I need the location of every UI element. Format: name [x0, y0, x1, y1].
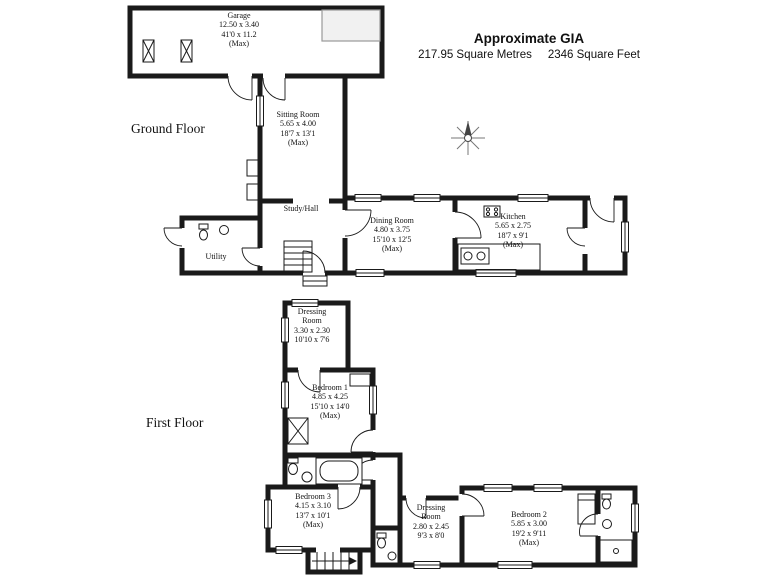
room-dim-metric: 4.15 x 3.10: [295, 501, 331, 511]
room-label-dressing-room-2: Dressing Room 2.80 x 2.45 9'3 x 8'0: [409, 503, 453, 541]
room-dim-max: (Max): [382, 244, 402, 254]
room-dim-max: (Max): [229, 39, 249, 49]
room-name: Utility: [205, 252, 227, 261]
window-icon: [256, 95, 629, 277]
stairs-arrow-icon: [349, 557, 357, 565]
room-dim-imperial: 15'10 x 14'0: [310, 401, 350, 411]
room-name: Dining Room: [370, 216, 414, 225]
gia-imperial-area: 2346 Square Feet: [547, 49, 640, 61]
room-dim-metric: 4.85 x 4.25: [311, 392, 348, 402]
shower-icon: [599, 539, 633, 563]
gia-metric-area: 217.95 Square Metres: [418, 49, 532, 61]
room-name: Bedroom 3: [295, 492, 331, 501]
first-floor-label: First Floor: [146, 415, 204, 430]
room-name: Garage: [227, 11, 251, 20]
porch-steps-icon: [302, 275, 328, 287]
toilet-icon: [287, 457, 299, 475]
room-label-bedroom-3: Bedroom 3 4.15 x 3.10 13'7 x 10'1 (Max): [295, 492, 331, 530]
chimney-icon: [246, 183, 261, 201]
room-dim-metric: 12.50 x 3.40: [219, 20, 259, 30]
door-arc-icon: [163, 75, 615, 274]
room-label-utility: Utility: [206, 252, 227, 261]
sink-icon: [602, 519, 612, 529]
garage-bay: [321, 9, 381, 42]
sink-icon: [460, 247, 490, 265]
first-floor-plan: [264, 299, 639, 575]
bathtub-icon: [315, 457, 363, 485]
chimney-icon: [246, 159, 261, 177]
room-name: Study/Hall: [283, 204, 319, 213]
stairs-icon: [312, 552, 357, 570]
furniture-icon: [349, 373, 371, 387]
window-icon: [264, 299, 639, 569]
room-name: Bedroom 1: [312, 383, 348, 392]
sink-icon: [387, 551, 397, 561]
room-label-study-hall: Study/Hall: [284, 204, 319, 213]
room-name: Kitchen: [500, 212, 526, 221]
kitchen-counter-icon: [457, 243, 541, 271]
compass-icon: [451, 121, 485, 155]
room-name: Dressing Room: [416, 503, 446, 522]
room-dim-metric: 3.30 x 2.30: [294, 325, 330, 335]
room-dim-imperial: 18'7 x 13'1: [280, 128, 316, 138]
bed-icon: [577, 493, 596, 525]
room-label-bedroom-2: Bedroom 2 5.85 x 3.00 19'2 x 9'11 (Max): [511, 510, 547, 548]
room-dim-metric: 5.65 x 2.75: [495, 221, 531, 231]
ground-floor-label: Ground Floor: [131, 121, 205, 136]
room-dim-max: (Max): [288, 138, 308, 148]
room-name: Sitting Room: [276, 110, 320, 119]
room-dim-metric: 5.65 x 4.00: [280, 119, 316, 129]
room-dim-metric: 2.80 x 2.45: [413, 521, 449, 531]
sink-icon: [301, 471, 313, 483]
room-name: Bedroom 2: [511, 510, 547, 519]
room-dim-metric: 4.80 x 3.75: [374, 225, 410, 235]
room-dim-imperial: 10'10 x 7'6: [294, 335, 330, 345]
toilet-icon: [601, 493, 612, 510]
room-label-kitchen: Kitchen 5.65 x 2.75 18'7 x 9'1 (Max): [495, 212, 531, 250]
garage-door-icon: [142, 39, 193, 63]
room-dim-imperial: 41'0 x 11.2: [221, 29, 257, 39]
ground-floor-plan: [127, 5, 629, 287]
room-label-dressing-room-1: Dressing Room 3.30 x 2.30 10'10 x 7'6: [290, 307, 334, 345]
room-dim-imperial: 9'3 x 8'0: [417, 531, 445, 541]
gia-header: Approximate GIA 217.95 Square Metres 2346…: [403, 31, 655, 61]
room-dim-imperial: 18'7 x 9'1: [497, 230, 529, 240]
room-label-sitting-room: Sitting Room 5.65 x 4.00 18'7 x 13'1 (Ma…: [277, 110, 320, 148]
room-label-bedroom-1: Bedroom 1 4.85 x 4.25 15'10 x 14'0 (Max): [311, 383, 350, 421]
landing-walls: [370, 452, 403, 568]
sink-icon: [219, 225, 229, 235]
gia-title: Approximate GIA: [473, 31, 585, 46]
wardrobe-icon: [287, 417, 309, 445]
room-dim-max: (Max): [303, 520, 323, 530]
toilet-icon: [198, 223, 209, 241]
room-label-garage: Garage 12.50 x 3.40 41'0 x 11.2 (Max): [219, 11, 259, 49]
hob-icon: [483, 205, 501, 218]
room-label-dining-room: Dining Room 4.80 x 3.75 15'10 x 12'5 (Ma…: [370, 216, 414, 254]
stairs-icon: [283, 240, 313, 273]
toilet-icon: [376, 532, 387, 549]
room-dim-max: (Max): [319, 411, 340, 421]
room-dim-max: (Max): [519, 538, 539, 548]
room-dim-imperial: 15'10 x 12'5: [372, 234, 412, 244]
room-dim-max: (Max): [503, 240, 523, 250]
room-dim-metric: 5.85 x 3.00: [511, 519, 547, 529]
gia-areas: 217.95 Square Metres 2346 Square Feet: [403, 49, 655, 61]
room-dim-imperial: 19'2 x 9'11: [511, 528, 547, 538]
room-dim-imperial: 13'7 x 10'1: [295, 510, 331, 520]
room-name: Dressing Room: [297, 307, 327, 326]
